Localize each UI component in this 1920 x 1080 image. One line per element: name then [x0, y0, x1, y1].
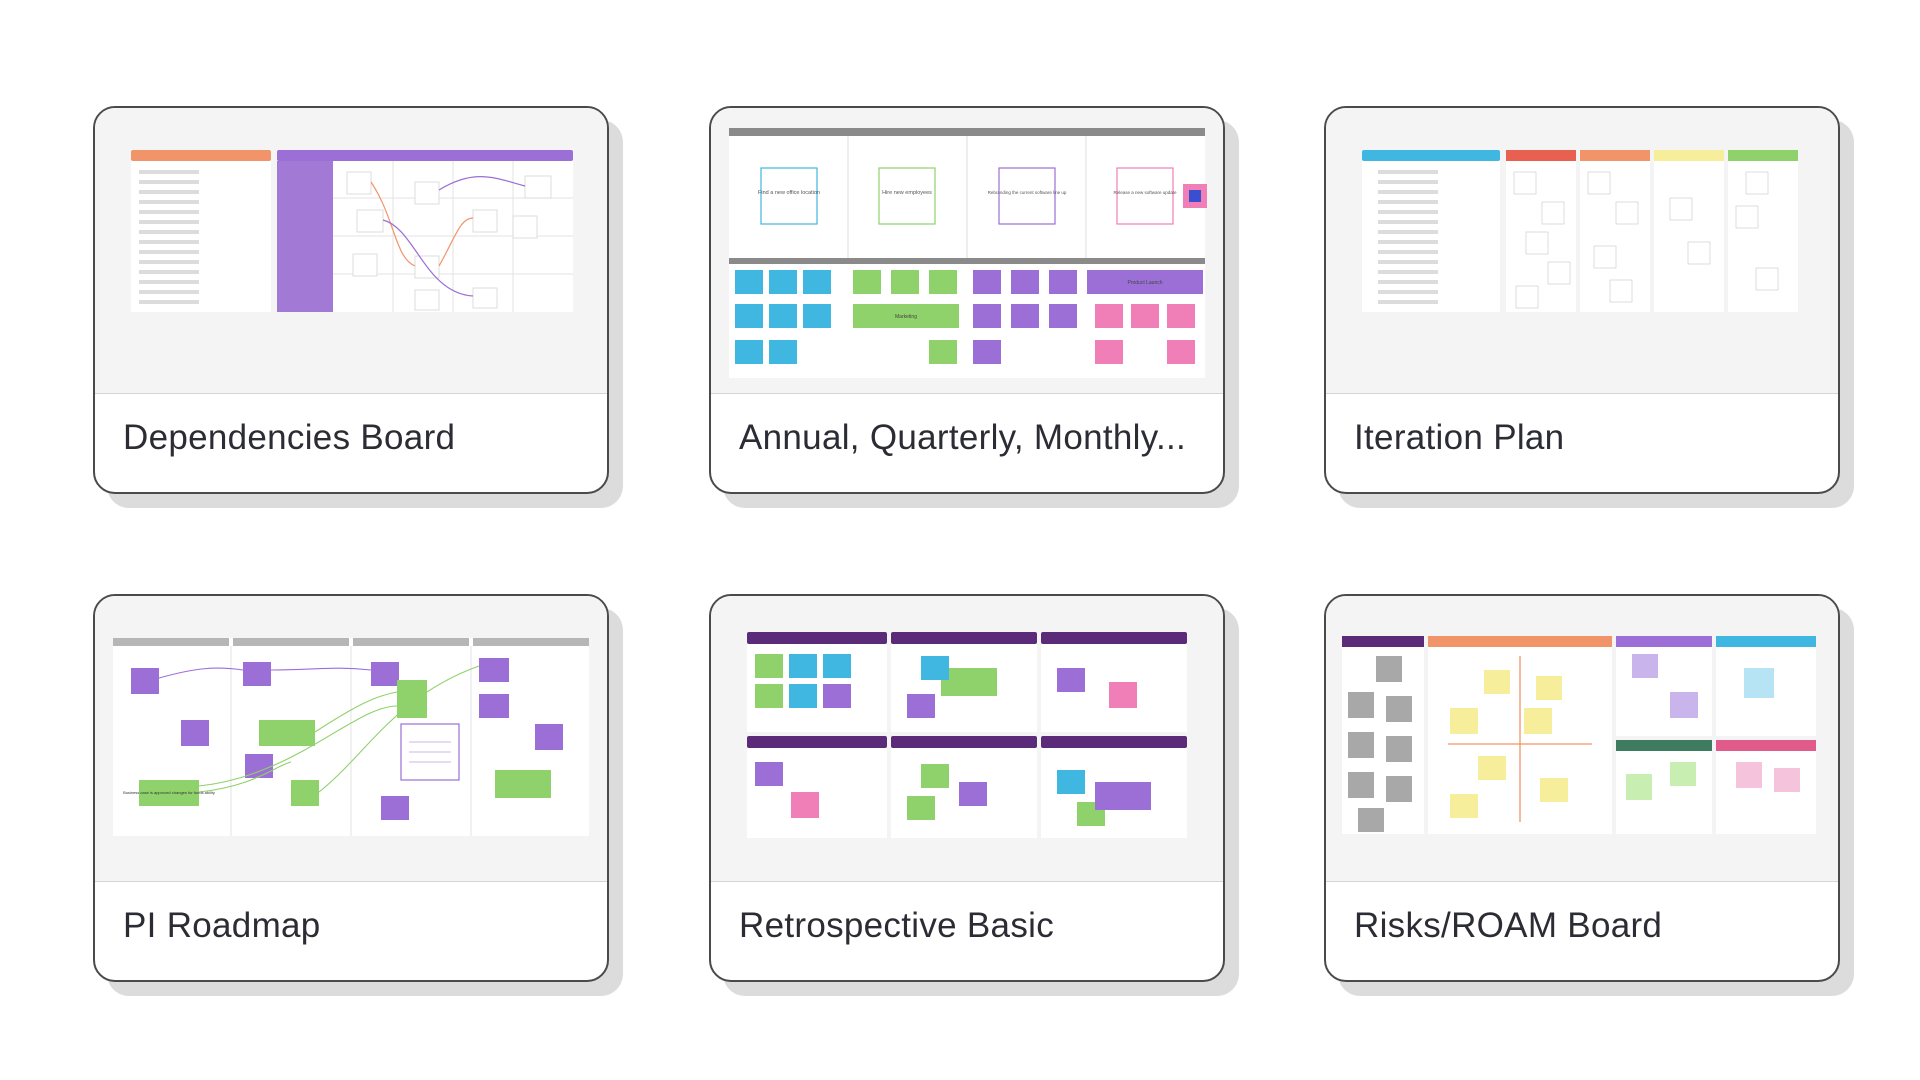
annual-preview-graphic: Find a new office location Hire new empl…	[729, 128, 1207, 378]
template-preview-risks-roam	[1326, 596, 1838, 882]
template-card-dependencies-board[interactable]: Dependencies Board	[93, 106, 623, 508]
template-title: Iteration Plan	[1354, 418, 1565, 457]
risks-roam-preview-graphic	[1342, 636, 1816, 834]
goal-text: Rebranding the current software line up	[988, 190, 1067, 195]
template-preview-pi-roadmap: Business case is approved changes for fu…	[95, 596, 607, 882]
banner-text: Product Launch	[1127, 280, 1162, 286]
template-title: Dependencies Board	[123, 418, 456, 457]
goal-text: Hire new employees	[882, 190, 932, 196]
template-card-iteration-plan[interactable]: Iteration Plan	[1324, 106, 1854, 508]
template-title: Risks/ROAM Board	[1354, 906, 1663, 945]
template-title: PI Roadmap	[123, 906, 321, 945]
goal-text: Find a new office location	[758, 190, 820, 196]
template-title: Annual, Quarterly, Monthly...	[739, 418, 1187, 457]
template-card-annual-quarterly-monthly[interactable]: Find a new office location Hire new empl…	[709, 106, 1239, 508]
note-text: Business case is approved changes for fu…	[123, 790, 215, 795]
iteration-preview-graphic	[1362, 150, 1798, 312]
banner-text: Marketing	[895, 314, 917, 320]
card-face[interactable]: Find a new office location Hire new empl…	[709, 106, 1225, 494]
template-preview-retrospective	[711, 596, 1223, 882]
card-face[interactable]: Iteration Plan	[1324, 106, 1840, 494]
template-title: Retrospective Basic	[739, 906, 1054, 945]
template-card-risks-roam-board[interactable]: Risks/ROAM Board	[1324, 594, 1854, 996]
template-preview-dependencies	[95, 108, 607, 394]
template-card-retrospective-basic[interactable]: Retrospective Basic	[709, 594, 1239, 996]
pi-roadmap-preview-graphic: Business case is approved changes for fu…	[113, 638, 589, 836]
goal-text: Release a new software update	[1113, 190, 1177, 195]
retrospective-preview-graphic	[747, 632, 1187, 838]
dependencies-preview-graphic	[131, 150, 573, 312]
template-preview-annual: Find a new office location Hire new empl…	[711, 108, 1223, 394]
card-face[interactable]: Dependencies Board	[93, 106, 609, 494]
card-face[interactable]: Business case is approved changes for fu…	[93, 594, 609, 982]
card-face[interactable]: Risks/ROAM Board	[1324, 594, 1840, 982]
template-card-pi-roadmap[interactable]: Business case is approved changes for fu…	[93, 594, 623, 996]
card-face[interactable]: Retrospective Basic	[709, 594, 1225, 982]
template-preview-iteration	[1326, 108, 1838, 394]
